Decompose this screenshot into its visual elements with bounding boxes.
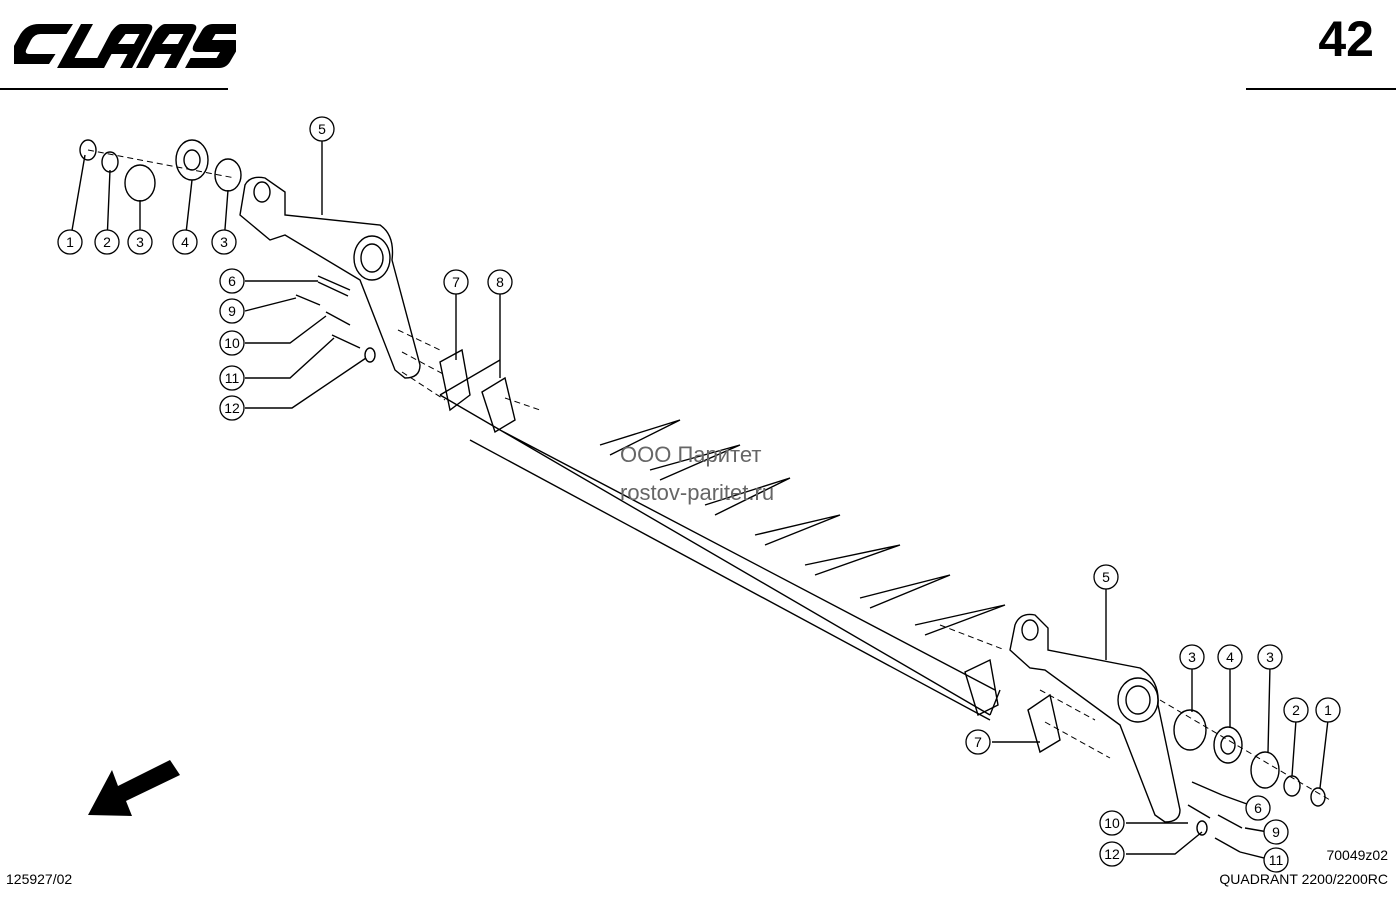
left-arm	[239, 176, 421, 379]
left-pin-9	[295, 294, 321, 306]
callout-left-2: 2	[94, 229, 120, 255]
model-name: QUADRANT 2200/2200RC	[1219, 871, 1388, 887]
left-bolt-11	[331, 334, 361, 349]
svg-text:10: 10	[224, 335, 240, 351]
callout-left-9: 9	[219, 298, 245, 324]
direction-arrow-icon	[88, 760, 180, 816]
svg-text:4: 4	[181, 234, 189, 250]
left-pin-10	[325, 311, 351, 326]
left-washer-12	[364, 347, 376, 363]
svg-text:9: 9	[228, 303, 236, 319]
callout-right-3b: 3	[1257, 644, 1283, 670]
svg-text:2: 2	[1292, 702, 1300, 718]
svg-text:4: 4	[1226, 649, 1234, 665]
callout-left-4: 4	[172, 229, 198, 255]
watermark-url: rostov-paritet.ru	[620, 480, 775, 505]
main-shaft	[439, 359, 1001, 716]
left-bearing-4	[175, 139, 209, 181]
svg-text:12: 12	[1104, 846, 1120, 862]
callout-left-6: 6	[219, 268, 245, 294]
callout-left-11: 11	[219, 365, 245, 391]
svg-text:3: 3	[1266, 649, 1274, 665]
claas-logo	[14, 24, 236, 68]
right-plate-7a	[964, 658, 999, 716]
svg-text:1: 1	[1324, 702, 1332, 718]
callout-right-1: 1	[1315, 697, 1341, 723]
left-washer-2	[101, 151, 119, 173]
tines	[599, 419, 1006, 636]
figure-code: 70049z02	[1326, 847, 1388, 863]
right-washer-12	[1196, 820, 1208, 836]
left-plate-7	[439, 348, 471, 412]
right-plate-7b	[1027, 693, 1061, 754]
right-ring-3b	[1250, 751, 1280, 789]
svg-text:3: 3	[1188, 649, 1196, 665]
callout-left-10: 10	[219, 330, 245, 356]
callout-right-6: 6	[1245, 795, 1271, 821]
right-bolt-11	[1214, 837, 1241, 853]
svg-text:9: 9	[1272, 824, 1280, 840]
svg-text:6: 6	[1254, 800, 1262, 816]
callout-left-1: 1	[57, 229, 83, 255]
callout-right-2: 2	[1283, 697, 1309, 723]
callout-right-7: 7	[965, 729, 991, 755]
callout-left-3b: 3	[211, 229, 237, 255]
svg-text:12: 12	[224, 400, 240, 416]
callout-left-8: 8	[487, 269, 513, 295]
svg-text:5: 5	[1102, 569, 1110, 585]
header-rule-left	[0, 88, 228, 90]
svg-text:7: 7	[974, 734, 982, 750]
callout-left-7: 7	[443, 269, 469, 295]
svg-text:2: 2	[103, 234, 111, 250]
left-bolt-6	[317, 275, 351, 297]
left-plate-8	[481, 376, 516, 434]
callout-right-12: 12	[1099, 841, 1125, 867]
left-circlip-1	[79, 139, 97, 161]
right-pin-10	[1187, 804, 1211, 819]
svg-text:11: 11	[1269, 852, 1284, 868]
left-ring-3	[124, 164, 156, 202]
callout-right-9: 9	[1263, 819, 1289, 845]
right-washer-2	[1283, 775, 1301, 797]
right-bolt-6	[1191, 781, 1223, 796]
callout-left-3a: 3	[127, 229, 153, 255]
callout-right-4: 4	[1217, 644, 1243, 670]
callout-left-12: 12	[219, 395, 245, 421]
callout-right-3a: 3	[1179, 644, 1205, 670]
svg-text:10: 10	[1104, 815, 1120, 831]
document-number: 125927/02	[6, 871, 73, 887]
svg-text:7: 7	[452, 274, 460, 290]
callout-left-5: 5	[309, 116, 335, 142]
svg-text:5: 5	[318, 121, 326, 137]
header-rule-right	[1246, 88, 1396, 90]
right-ring-3a	[1173, 709, 1207, 751]
callout-right-11: 11	[1263, 847, 1289, 873]
svg-text:8: 8	[496, 274, 504, 290]
right-arm	[1009, 613, 1181, 823]
right-circlip-1	[1310, 787, 1326, 807]
right-bearing-4	[1213, 726, 1243, 764]
callout-right-10: 10	[1099, 810, 1125, 836]
svg-text:3: 3	[220, 234, 228, 250]
callout-right-5: 5	[1093, 564, 1119, 590]
right-pin-9	[1217, 814, 1243, 829]
svg-text:1: 1	[66, 234, 74, 250]
svg-text:11: 11	[225, 370, 240, 386]
svg-text:3: 3	[136, 234, 144, 250]
watermark-company: ООО Паритет	[620, 442, 762, 467]
svg-text:6: 6	[228, 273, 236, 289]
page-number: 42	[1318, 11, 1374, 67]
